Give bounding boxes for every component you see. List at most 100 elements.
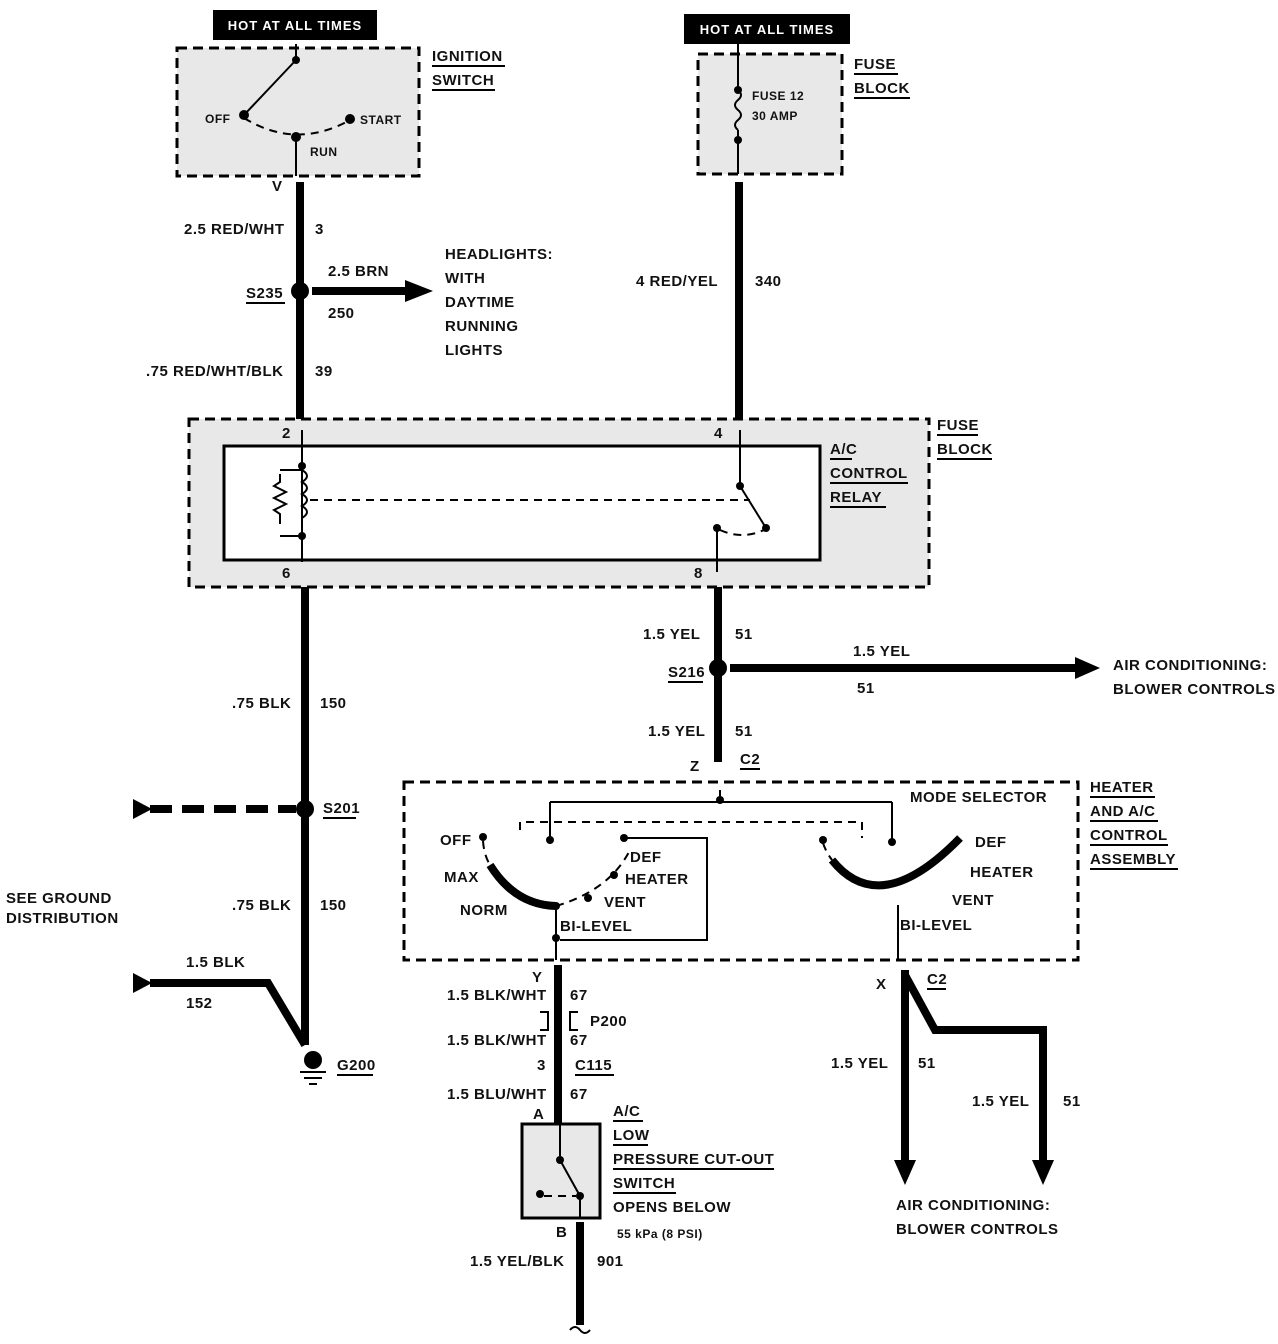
diagram-label: 51	[1063, 1093, 1081, 1110]
diagram-label: 4 RED/YEL	[636, 273, 718, 290]
diagram-label: AND A/C	[1090, 803, 1155, 820]
diagram-label: SWITCH	[613, 1175, 675, 1192]
control-assembly: MODE SELECTOR HEATER AND A/C CONTROL ASS…	[402, 779, 1178, 962]
diagram-label: BLOCK	[937, 441, 993, 458]
diagram-label: 55 kPa (8 PSI)	[617, 1227, 703, 1241]
diagram-label: CONTROL	[830, 465, 908, 482]
diagram-label: 51	[918, 1055, 936, 1072]
diagram-label: RUNNING	[445, 318, 519, 335]
diagram-label: VENT	[604, 894, 646, 911]
diagram-label: 1.5 YEL	[972, 1093, 1029, 1110]
diagram-label: 1.5 YEL	[831, 1055, 888, 1072]
diagram-label: X	[876, 976, 887, 993]
diagram-label: A	[533, 1106, 544, 1123]
diagram-label: FUSE	[854, 56, 896, 73]
diagram-label: SEE GROUND	[6, 890, 112, 907]
diagram-label: 51	[735, 723, 753, 740]
diagram-label: P200	[590, 1013, 627, 1030]
diagram-label: 1.5 BLU/WHT	[447, 1086, 547, 1103]
diagram-label: SWITCH	[432, 72, 494, 89]
ground-g200: G200	[300, 1051, 375, 1085]
diagram-label: RELAY	[830, 489, 882, 506]
diagram-label: S201	[323, 800, 360, 817]
diagram-label: C2	[740, 751, 760, 768]
splice-s235	[291, 282, 309, 300]
diagram-label: CONTROL	[1090, 827, 1168, 844]
diagram-label: AIR CONDITIONING:	[1113, 657, 1267, 674]
diagram-label: Y	[532, 969, 543, 986]
diagram-label: A/C	[830, 441, 857, 458]
diagram-label: 8	[694, 565, 703, 582]
diagram-label: 1.5 BLK/WHT	[447, 1032, 547, 1049]
diagram-label: BI-LEVEL	[900, 917, 972, 934]
pressure-cutout-switch: A A/C LOW PRESSURE CUT-OUT SWITCH OPENS …	[520, 1103, 774, 1241]
diagram-label: 67	[570, 1032, 588, 1049]
ignition-switch: OFF START RUN IGNITION SWITCH V	[175, 44, 505, 195]
diagram-label: AIR CONDITIONING:	[896, 1197, 1050, 1214]
diagram-label: HOT AT ALL TIMES	[228, 18, 362, 33]
diagram-label: S216	[668, 664, 705, 681]
diagram-label: OPENS BELOW	[613, 1199, 731, 1216]
diagram-label: IGNITION	[432, 48, 503, 65]
diagram-label: 250	[328, 305, 355, 322]
diagram-label: S235	[246, 285, 283, 302]
diagram-label: Z	[690, 758, 700, 775]
diagram-label: BLOCK	[854, 80, 910, 97]
hot-banner-right: HOT AT ALL TIMES	[684, 14, 850, 44]
diagram-label: 2.5 RED/WHT	[184, 221, 285, 238]
diagram-label: START	[360, 113, 402, 127]
wire-51-e	[901, 973, 1047, 1165]
fuse-block-relay: FUSE BLOCK A/C CONTROL RELAY 2 4 6 8	[187, 417, 993, 589]
diagram-label: 67	[570, 987, 588, 1004]
diagram-label: FUSE 12	[752, 89, 804, 103]
diagram-label: 4	[714, 425, 723, 442]
diagram-label: 6	[282, 565, 291, 582]
diagram-label: 51	[735, 626, 753, 643]
diagram-label: DEF	[975, 834, 1007, 851]
diagram-label: B	[556, 1224, 567, 1241]
diagram-label: 1.5 YEL	[853, 643, 910, 660]
diagram-label: 340	[755, 273, 782, 290]
fuse-block-top: FUSE 12 30 AMP FUSE BLOCK	[696, 44, 910, 176]
diagram-label: .75 RED/WHT/BLK	[146, 363, 284, 380]
diagram-label: 1.5 YEL	[643, 626, 700, 643]
diagram-label: 1.5 YEL/BLK	[470, 1253, 564, 1270]
diagram-label: DAYTIME	[445, 294, 515, 311]
diagram-label: .75 BLK	[232, 695, 291, 712]
diagram-label: DEF	[630, 849, 662, 866]
diagram-label: V	[272, 178, 283, 195]
diagram-label: 30 AMP	[752, 109, 798, 123]
diagram-label: NORM	[460, 902, 508, 919]
diagram-label: OFF	[440, 832, 472, 849]
diagram-label: 51	[857, 680, 875, 697]
diagram-label: BLOWER CONTROLS	[1113, 681, 1276, 698]
diagram-label: HEADLIGHTS:	[445, 246, 553, 263]
splice-s201	[296, 800, 314, 818]
diagram-label: .75 BLK	[232, 897, 291, 914]
diagram-label: DISTRIBUTION	[6, 910, 119, 927]
diagram-label: VENT	[952, 892, 994, 909]
diagram-label: 152	[186, 995, 213, 1012]
diagram-label: WITH	[445, 270, 485, 287]
diagram-label: LIGHTS	[445, 342, 503, 359]
diagram-label: 901	[597, 1253, 624, 1270]
diagram-label: 1.5 YEL	[648, 723, 705, 740]
hot-banner-left: HOT AT ALL TIMES	[213, 10, 377, 40]
diagram-label: A/C	[613, 1103, 640, 1120]
diagram-label: 150	[320, 695, 347, 712]
diagram-label: 2	[282, 425, 291, 442]
diagram-label: RUN	[310, 145, 338, 159]
diagram-label: ASSEMBLY	[1090, 851, 1176, 868]
diagram-label: 3	[315, 221, 324, 238]
diagram-label: 2.5 BRN	[328, 263, 389, 280]
diagram-label: FUSE	[937, 417, 979, 434]
diagram-label: LOW	[613, 1127, 650, 1144]
diagram-label: PRESSURE CUT-OUT	[613, 1151, 774, 1168]
diagram-label: 39	[315, 363, 333, 380]
diagram-label: HEATER	[625, 871, 689, 888]
diagram-label: BLOWER CONTROLS	[896, 1221, 1059, 1238]
diagram-label: MODE SELECTOR	[910, 789, 1047, 806]
diagram-label: 1.5 BLK/WHT	[447, 987, 547, 1004]
diagram-label: HEATER	[1090, 779, 1154, 796]
